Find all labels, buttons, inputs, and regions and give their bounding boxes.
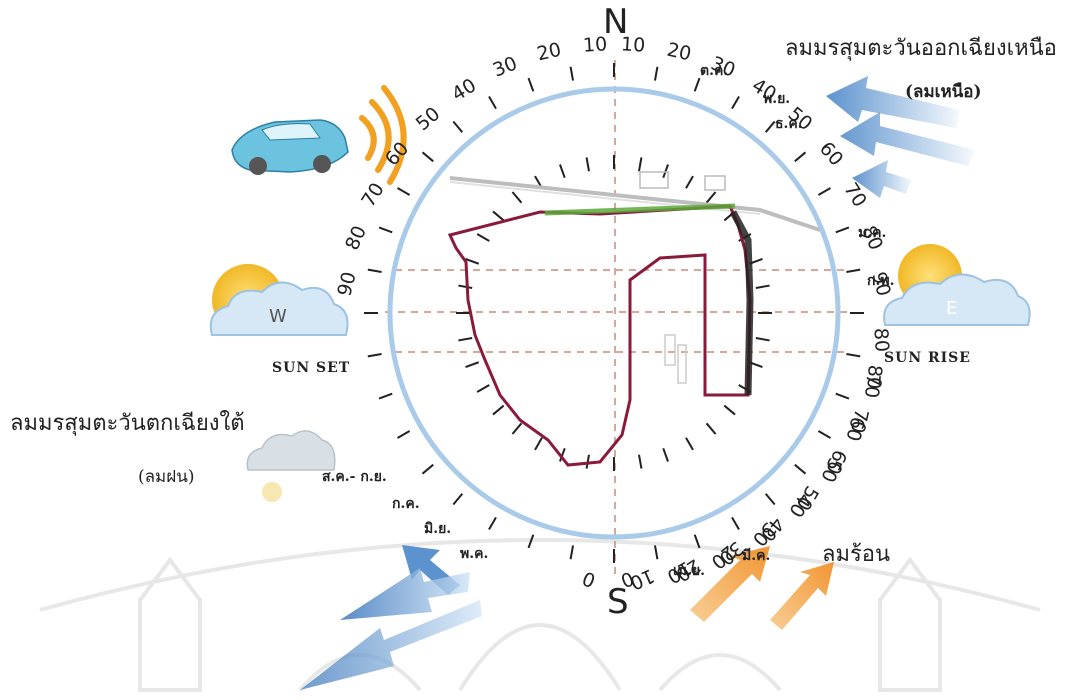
compass-tick [794, 463, 807, 475]
compass-ticks [364, 63, 864, 563]
compass-tick [396, 187, 411, 196]
compass-inner-tick [476, 384, 490, 393]
month-jun: มิ.ย. [424, 521, 452, 537]
month-aug-sep: ส.ค.- ก.ย. [322, 469, 387, 485]
month-oct: ต.ค. [700, 63, 729, 79]
compass-inner-tick [685, 175, 694, 189]
sunrise-cloud-icon [883, 244, 1031, 326]
northeast-monsoon-title: ลมมรสุมตะวันออกเฉียงเหนือ [785, 36, 1057, 61]
compass-tick [764, 120, 776, 133]
month-mar: มี.ค. [742, 548, 771, 564]
compass-tick [835, 392, 850, 400]
south-label: S [607, 582, 629, 622]
compass-tick [569, 545, 575, 560]
compass-inner-tick [662, 164, 669, 179]
compass-tick [817, 430, 832, 439]
compass-inner-tick [511, 422, 523, 435]
month-dec: ธ.ค. [775, 116, 803, 132]
compass-tick [835, 226, 850, 234]
compass-tick [378, 226, 393, 234]
compass-inner-tick [559, 447, 566, 462]
site-boundary [447, 204, 752, 467]
compass-tick [693, 534, 701, 549]
compass-inner-tick [492, 210, 505, 222]
sunset-cloud-icon [209, 264, 349, 336]
degree-label-lower-right: 80 [868, 327, 893, 353]
sunrise-label: SUN RISE [884, 350, 971, 366]
compass-tick [452, 120, 464, 133]
compass-circle [387, 86, 841, 540]
compass-tick [817, 187, 832, 196]
compass-inner-tick [638, 454, 643, 469]
compass-tick [488, 95, 497, 110]
compass-tick [452, 493, 464, 506]
compass-inner-tick [705, 422, 717, 435]
dashed-axes [385, 60, 850, 575]
compass-inner-tick [755, 337, 770, 342]
compass-tick [421, 463, 434, 475]
southwest-monsoon-title: ลมมรสุมตะวันตกเฉียงใต้ [10, 411, 245, 436]
compass-inner-tick [492, 404, 505, 416]
compass-tick [569, 66, 575, 81]
compass-inner-tick [465, 361, 480, 368]
month-may: พ.ค. [460, 546, 489, 562]
north-label: N [603, 2, 629, 42]
northeast-monsoon-subtitle: (ลมเหนือ) [905, 82, 982, 102]
compass-tick [846, 352, 861, 358]
compass-tick [846, 268, 861, 274]
compass-inner-tick [638, 157, 643, 172]
west-letter: W [269, 306, 287, 327]
compass-tick [764, 493, 776, 506]
month-jul: ก.ค. [392, 496, 420, 512]
car-icon [231, 119, 349, 175]
compass-inner-tick [458, 337, 473, 342]
hot-wind-arrows [690, 546, 834, 630]
compass-tick [653, 66, 659, 81]
southwest-wind-arrows [300, 545, 482, 690]
compass-inner-tick [585, 157, 590, 172]
compass-inner-tick [511, 191, 523, 204]
compass-tick [794, 151, 807, 163]
hot-wind-label: ลมร้อน [822, 542, 891, 567]
degree-label-upper-left: 10 [582, 32, 609, 57]
compass-inner-tick [685, 437, 694, 451]
compass-inner-tick [534, 437, 543, 451]
compass-inner-tick [662, 447, 669, 462]
month-nov: พ.ย. [763, 91, 791, 107]
compass-tick [527, 534, 535, 549]
dark-boundary-edge [729, 210, 754, 396]
rain-cloud-icon [246, 430, 336, 502]
compass-inner-tick [476, 233, 490, 242]
compass-tick [378, 392, 393, 400]
degree-label-upper-right: 10 [620, 32, 646, 57]
compass-tick [731, 516, 740, 531]
degree-label-lower-left: 80 [862, 364, 886, 390]
compass-tick [693, 77, 701, 92]
compass-tick [731, 95, 740, 110]
compass-tick [367, 268, 382, 274]
northeast-wind-arrows [826, 76, 975, 198]
compass-tick [527, 77, 535, 92]
compass-inner-tick [723, 404, 736, 416]
southwest-monsoon-subtitle: (ลมฝน) [138, 467, 195, 487]
green-strip [544, 203, 736, 216]
compass-inner-tick [755, 284, 770, 289]
compass-inner-tick [559, 164, 566, 179]
east-letter: E [946, 298, 958, 319]
compass-tick [653, 545, 659, 560]
compass-tick [367, 352, 382, 358]
compass-inner-tick [458, 284, 473, 289]
month-feb: ก.พ. [867, 273, 895, 289]
month-jan: ม.ค. [858, 225, 887, 241]
sunset-label: SUN SET [272, 360, 351, 376]
compass-tick [488, 516, 497, 531]
month-apr: เม.ย. [673, 563, 705, 579]
compass-tick [396, 430, 411, 439]
compass-inner-tick [465, 258, 480, 265]
compass-inner-tick [705, 191, 717, 204]
sound-waves-icon [359, 85, 407, 185]
compass-tick [421, 151, 434, 163]
